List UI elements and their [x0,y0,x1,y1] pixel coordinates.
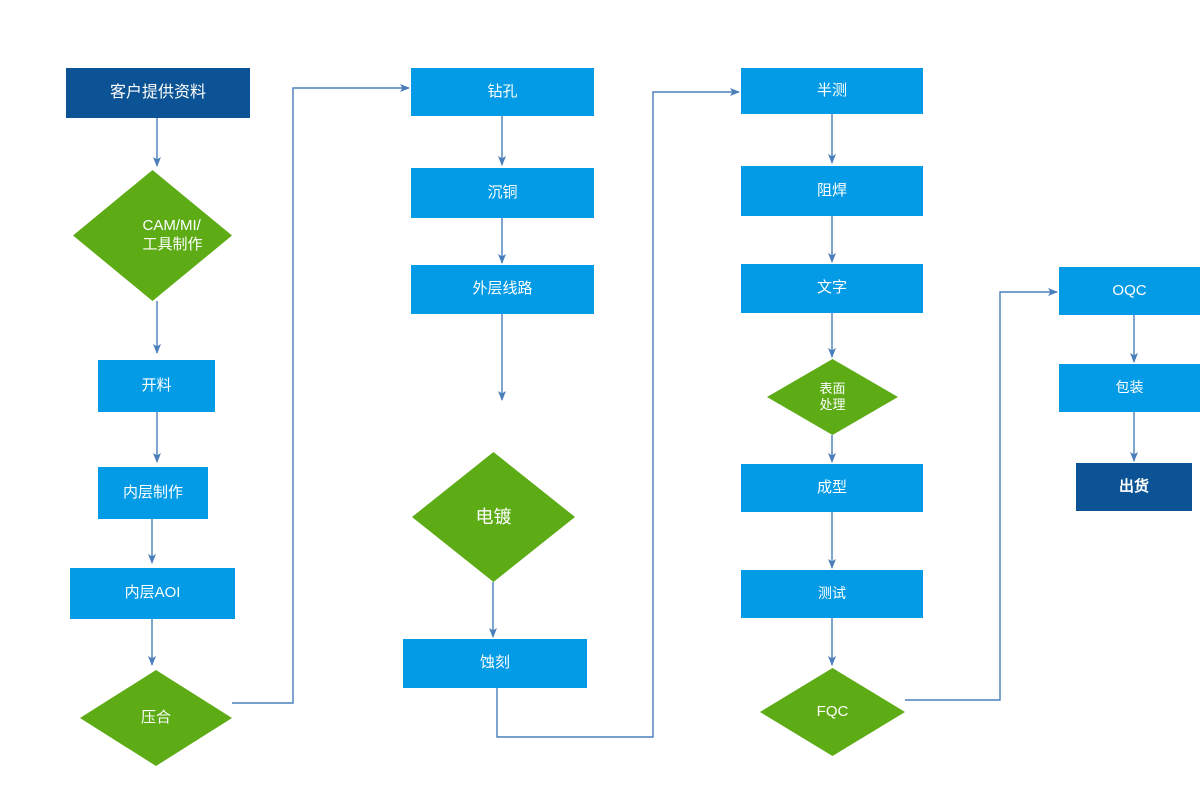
node-customer-data[interactable]: 客户提供资料 [66,68,250,118]
node-inner-layer-make[interactable]: 内层制作 [98,467,208,519]
node-cam-mi-tooling[interactable]: CAM/MI/ 工具制作 [73,170,232,301]
node-profiling[interactable]: 成型 [741,464,923,512]
node-text-wrap: FQC [760,703,905,722]
node-drilling[interactable]: 钻孔 [411,68,594,116]
node-label: 开料 [141,376,172,394]
node-label: 包装 [1115,379,1144,396]
node-oqc[interactable]: OQC [1059,267,1200,315]
node-etching[interactable]: 蚀刻 [403,639,587,688]
node-label: 文字 [816,279,847,297]
node-label: 钻孔 [487,82,518,100]
node-label: CAM/MI/ 工具制作 [142,216,203,253]
node-label: 测试 [818,585,846,602]
node-label: 蚀刻 [479,654,510,672]
node-legend-printing[interactable]: 文字 [741,264,923,313]
connector-n11-n12 [496,88,740,738]
node-label: OQC [1112,281,1147,299]
node-shipment[interactable]: 出货 [1076,463,1192,511]
node-text-wrap: 压合 [80,709,232,728]
node-label: 外层线路 [472,280,533,298]
node-text-wrap: CAM/MI/ 工具制作 [73,217,232,255]
node-label: 内层AOI [124,584,181,602]
node-label: 沉铜 [487,183,518,201]
node-label: 半测 [816,81,847,99]
node-label: 内层制作 [122,483,183,501]
node-outer-layer-circuit[interactable]: 外层线路 [411,265,594,314]
node-label: 表面 处理 [819,380,846,412]
node-surface-finish[interactable]: 表面 处理 [767,359,898,435]
node-text-wrap: 表面 处理 [767,381,898,414]
node-copper-deposition[interactable]: 沉铜 [411,168,594,218]
node-half-test[interactable]: 半测 [741,68,923,114]
node-fqc[interactable]: FQC [760,668,905,756]
connector-n6-n7 [232,84,410,704]
node-packaging[interactable]: 包装 [1059,364,1200,412]
node-inner-layer-aoi[interactable]: 内层AOI [70,568,235,619]
node-label: FQC [816,702,849,720]
node-electroplating[interactable]: 电镀 [412,452,575,582]
node-label: 电镀 [475,506,512,527]
node-label: 成型 [816,478,847,496]
node-text-wrap: 电镀 [412,506,575,529]
connector-n18-n19 [905,288,1058,701]
node-label: 客户提供资料 [109,84,206,101]
node-label: 压合 [140,708,171,726]
node-cutting[interactable]: 开料 [98,360,215,412]
node-label: 出货 [1118,477,1149,495]
node-solder-mask[interactable]: 阻焊 [741,166,923,216]
node-lamination[interactable]: 压合 [80,670,232,766]
node-electrical-test[interactable]: 测试 [741,570,923,618]
node-label: 阻焊 [816,181,847,199]
